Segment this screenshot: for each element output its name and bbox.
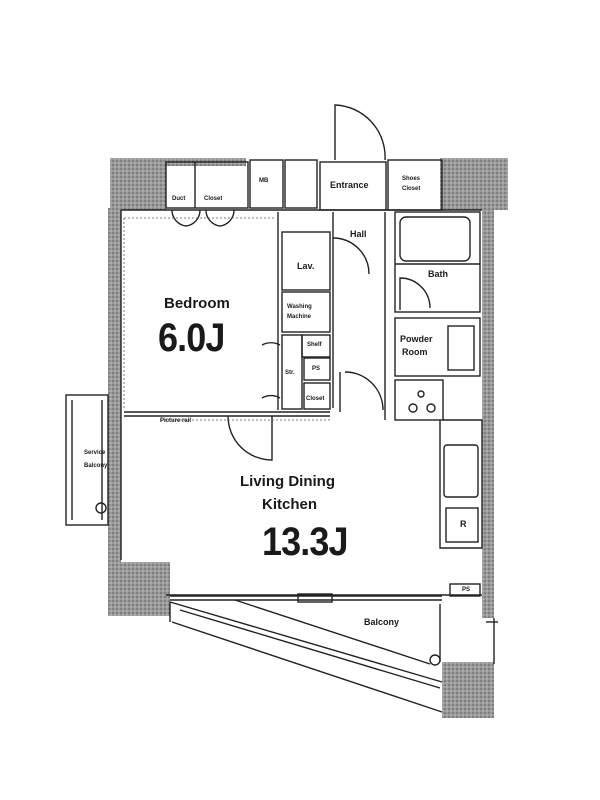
wall-left xyxy=(108,208,121,568)
dashed-lines xyxy=(123,217,330,421)
shoes-closet-label-line2: Closet xyxy=(402,186,421,192)
shelf-label: Shelf xyxy=(307,342,322,348)
closet-top-label: Closet xyxy=(204,196,223,202)
column-bottom-left xyxy=(108,562,170,616)
wall-right-inner xyxy=(482,208,494,618)
structural-walls xyxy=(108,158,508,718)
bath-label: Bath xyxy=(428,269,448,279)
powder-room-label-line2: Room xyxy=(402,347,428,357)
duct-label: Duct xyxy=(172,196,186,202)
refrigerator-label: R xyxy=(460,519,467,529)
bedroom-label: Bedroom xyxy=(164,295,230,312)
shoes-closet-label-line1: Shoes xyxy=(402,176,421,182)
mb-label: MB xyxy=(259,178,269,184)
powder-room-label-line1: Powder xyxy=(400,334,433,344)
picture-rail-label: Picture rail xyxy=(160,418,192,424)
closet-small-label: Closet xyxy=(306,396,325,402)
column-top-right xyxy=(440,158,508,210)
column-top-left xyxy=(110,158,166,210)
lav-label: Lav. xyxy=(297,261,315,271)
ps-upper-label: PS xyxy=(312,366,321,372)
ldk-label-line2: Kitchen xyxy=(262,496,318,513)
storage-label: Str. xyxy=(285,370,295,376)
ldk-size: 13.3J xyxy=(262,520,348,564)
service-balcony-label-line1: Service xyxy=(84,450,106,456)
column-bottom-right xyxy=(442,662,494,718)
ldk-label-line1: Living Dining xyxy=(240,473,335,490)
washing-machine-label-line2: Machine xyxy=(287,314,312,320)
ps-lower-label: PS xyxy=(462,587,471,593)
service-balcony-label-line2: Balcony xyxy=(84,463,108,469)
bedroom-size: 6.0J xyxy=(158,316,225,360)
entrance-label: Entrance xyxy=(330,180,369,190)
washing-machine-label-line1: Washing xyxy=(287,304,312,310)
balcony-label: Balcony xyxy=(364,617,400,627)
wall-lines xyxy=(65,104,498,713)
hall-label: Hall xyxy=(350,229,367,239)
